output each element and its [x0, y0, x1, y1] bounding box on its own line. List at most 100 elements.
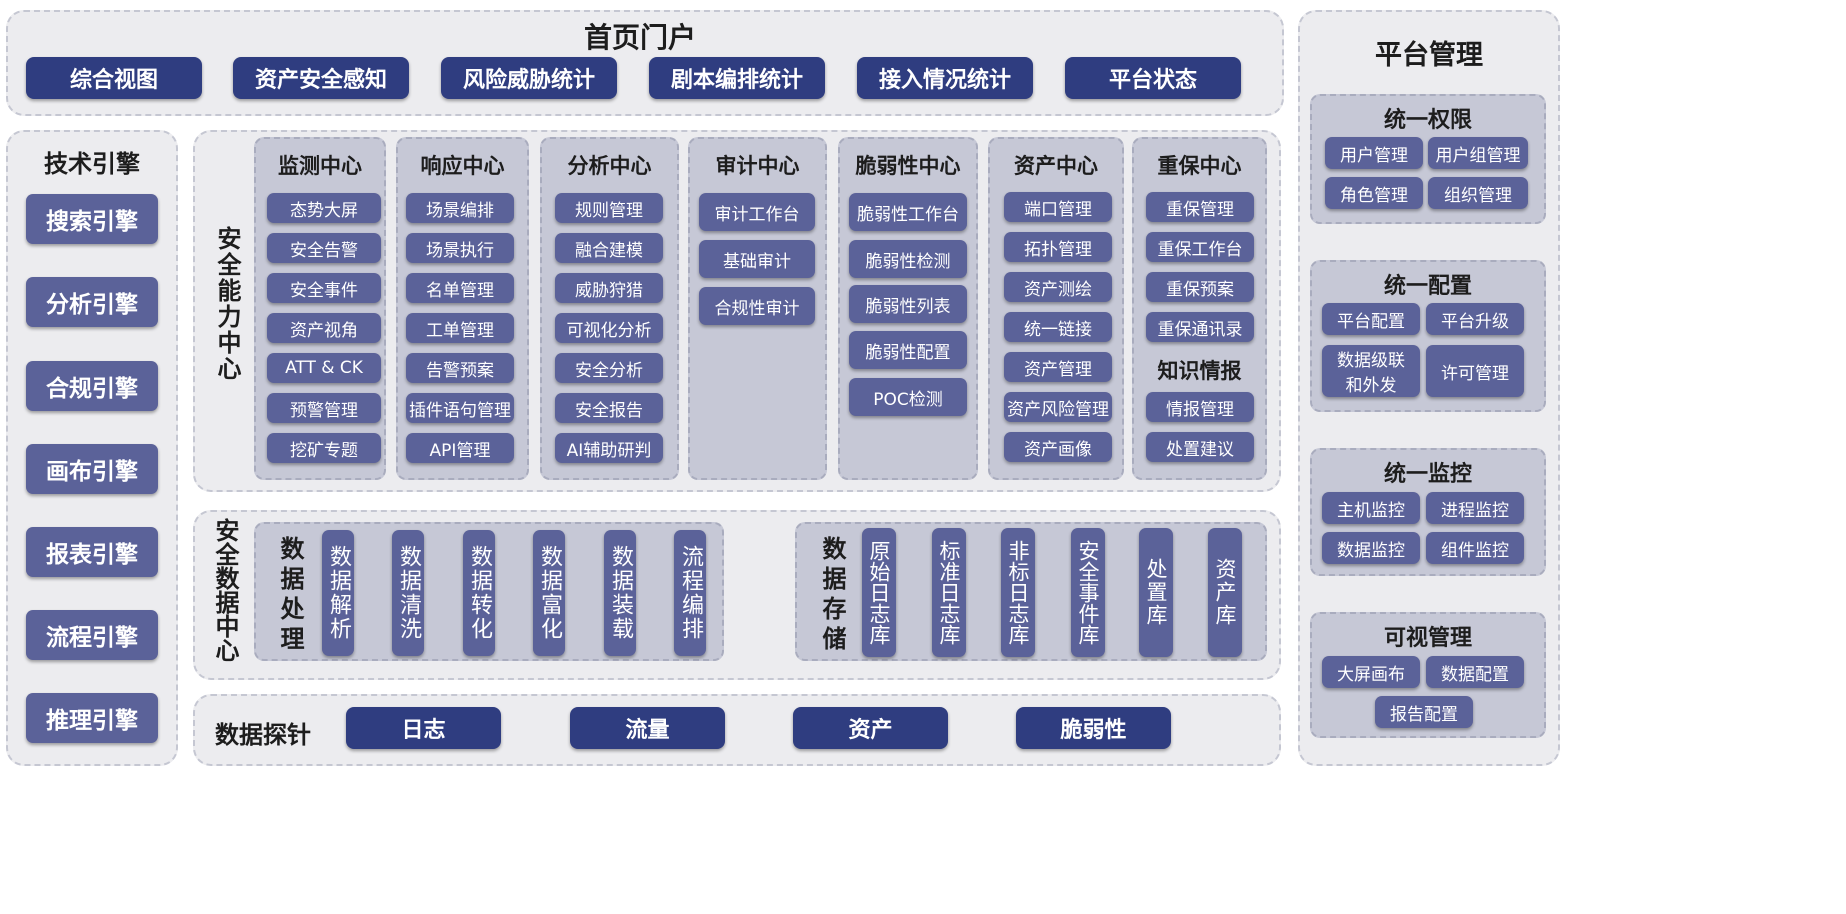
- response-item[interactable]: 场景编排: [406, 193, 514, 223]
- portal-button-risk-threat[interactable]: 风险威胁统计: [441, 57, 617, 99]
- processing-item[interactable]: 数据装载: [604, 530, 636, 656]
- data-storage-label: 数据存储: [818, 536, 846, 656]
- role-management[interactable]: 角色管理: [1325, 177, 1423, 209]
- engine-compliance[interactable]: 合规引擎: [26, 361, 158, 411]
- probe-vulnerability[interactable]: 脆弱性: [1016, 707, 1171, 749]
- data-monitoring[interactable]: 数据监控: [1322, 532, 1420, 564]
- processing-item[interactable]: 数据转化: [463, 530, 495, 656]
- portal-button-playbook[interactable]: 剧本编排统计: [649, 57, 825, 99]
- response-item[interactable]: 工单管理: [406, 313, 514, 343]
- knowledge-intel-item[interactable]: 处置建议: [1146, 432, 1254, 462]
- monitoring-item[interactable]: 安全告警: [267, 233, 381, 263]
- response-item[interactable]: 场景执行: [406, 233, 514, 263]
- storage-item[interactable]: 原始日志库: [862, 528, 896, 657]
- storage-item[interactable]: 资产库: [1208, 528, 1242, 657]
- monitoring-item[interactable]: 挖矿专题: [267, 433, 381, 463]
- vulnerability-item[interactable]: 脆弱性配置: [849, 331, 967, 369]
- center-monitoring-title: 监测中心: [278, 154, 362, 178]
- vulnerability-item[interactable]: 脆弱性工作台: [849, 193, 967, 231]
- key-protection-item[interactable]: 重保预案: [1146, 272, 1254, 302]
- user-group-management[interactable]: 用户组管理: [1428, 137, 1528, 169]
- security-capability-label: 安全能力中心: [213, 226, 241, 382]
- portal-title: 首页门户: [583, 21, 696, 54]
- engine-report[interactable]: 报表引擎: [26, 527, 158, 577]
- knowledge-intel-title: 知识情报: [1157, 359, 1242, 383]
- probe-traffic[interactable]: 流量: [570, 707, 725, 749]
- engine-inference[interactable]: 推理引擎: [26, 693, 158, 743]
- portal-button-overview[interactable]: 综合视图: [26, 57, 202, 99]
- group-permissions-title: 统一权限: [1383, 108, 1472, 133]
- process-monitoring[interactable]: 进程监控: [1426, 492, 1524, 524]
- asset-item[interactable]: 端口管理: [1004, 192, 1112, 222]
- storage-item[interactable]: 标准日志库: [932, 528, 966, 657]
- key-protection-item[interactable]: 重保通讯录: [1146, 312, 1254, 342]
- host-monitoring[interactable]: 主机监控: [1322, 492, 1420, 524]
- vulnerability-item[interactable]: 脆弱性检测: [849, 240, 967, 278]
- user-management[interactable]: 用户管理: [1325, 137, 1423, 169]
- center-response-title: 响应中心: [420, 154, 505, 178]
- monitoring-item[interactable]: 预警管理: [267, 393, 381, 423]
- processing-item[interactable]: 流程编排: [674, 530, 706, 656]
- asset-item[interactable]: 资产风险管理: [1004, 392, 1112, 422]
- asset-item[interactable]: 统一链接: [1004, 312, 1112, 342]
- analysis-item[interactable]: 可视化分析: [555, 313, 663, 343]
- probe-log[interactable]: 日志: [346, 707, 501, 749]
- audit-item[interactable]: 合规性审计: [699, 287, 815, 325]
- org-management[interactable]: 组织管理: [1428, 177, 1528, 209]
- engine-canvas[interactable]: 画布引擎: [26, 444, 158, 494]
- key-protection-item[interactable]: 重保管理: [1146, 192, 1254, 222]
- asset-item[interactable]: 资产管理: [1004, 352, 1112, 382]
- data-config[interactable]: 数据配置: [1426, 656, 1524, 688]
- processing-item[interactable]: 数据清洗: [392, 530, 424, 656]
- processing-item[interactable]: 数据解析: [322, 530, 354, 656]
- knowledge-intel-item[interactable]: 情报管理: [1146, 392, 1254, 422]
- asset-item[interactable]: 拓扑管理: [1004, 232, 1112, 262]
- engine-analysis[interactable]: 分析引擎: [26, 277, 158, 327]
- storage-item[interactable]: 安全事件库: [1071, 528, 1105, 657]
- data-processing-label: 数据处理: [276, 536, 304, 656]
- license-management[interactable]: 许可管理: [1426, 345, 1524, 397]
- asset-item[interactable]: 资产画像: [1004, 432, 1112, 462]
- center-analysis: [540, 137, 679, 480]
- storage-item[interactable]: 处置库: [1139, 528, 1173, 657]
- analysis-item[interactable]: 安全报告: [555, 393, 663, 423]
- monitoring-item[interactable]: 资产视角: [267, 313, 381, 343]
- engine-flow[interactable]: 流程引擎: [26, 610, 158, 660]
- analysis-item[interactable]: AI辅助研判: [555, 433, 663, 463]
- center-key-protection-title: 重保中心: [1157, 154, 1242, 178]
- key-protection-item[interactable]: 重保工作台: [1146, 232, 1254, 262]
- analysis-item[interactable]: 威胁狩猎: [555, 273, 663, 303]
- analysis-item[interactable]: 融合建模: [555, 233, 663, 263]
- platform-upgrade[interactable]: 平台升级: [1426, 303, 1524, 335]
- group-visual-title: 可视管理: [1383, 626, 1472, 651]
- probe-asset[interactable]: 资产: [793, 707, 948, 749]
- response-item[interactable]: 告警预案: [406, 353, 514, 383]
- response-item[interactable]: 插件语句管理: [406, 393, 514, 423]
- monitoring-item[interactable]: 安全事件: [267, 273, 381, 303]
- processing-item[interactable]: 数据富化: [533, 530, 565, 656]
- portal-button-asset-security[interactable]: 资产安全感知: [233, 57, 409, 99]
- analysis-item[interactable]: 规则管理: [555, 193, 663, 223]
- portal-button-platform-status[interactable]: 平台状态: [1065, 57, 1241, 99]
- data-cascade[interactable]: 数据级联和外发: [1322, 345, 1420, 397]
- audit-item[interactable]: 基础审计: [699, 240, 815, 278]
- group-config-title: 统一配置: [1383, 274, 1472, 299]
- center-monitoring: [254, 137, 386, 480]
- engine-search[interactable]: 搜索引擎: [26, 194, 158, 244]
- center-analysis-title: 分析中心: [567, 154, 652, 178]
- asset-item[interactable]: 资产测绘: [1004, 272, 1112, 302]
- platform-config[interactable]: 平台配置: [1322, 303, 1420, 335]
- report-config[interactable]: 报告配置: [1375, 696, 1473, 728]
- storage-item[interactable]: 非标日志库: [1001, 528, 1035, 657]
- audit-item[interactable]: 审计工作台: [699, 193, 815, 231]
- analysis-item[interactable]: 安全分析: [555, 353, 663, 383]
- response-item[interactable]: 名单管理: [406, 273, 514, 303]
- monitoring-item[interactable]: ATT & CK: [267, 353, 381, 383]
- response-item[interactable]: API管理: [406, 433, 514, 463]
- vulnerability-item[interactable]: POC检测: [849, 378, 967, 416]
- component-monitoring[interactable]: 组件监控: [1426, 532, 1524, 564]
- monitoring-item[interactable]: 态势大屏: [267, 193, 381, 223]
- portal-button-access[interactable]: 接入情况统计: [857, 57, 1033, 99]
- vulnerability-item[interactable]: 脆弱性列表: [849, 285, 967, 323]
- screen-canvas[interactable]: 大屏画布: [1322, 656, 1420, 688]
